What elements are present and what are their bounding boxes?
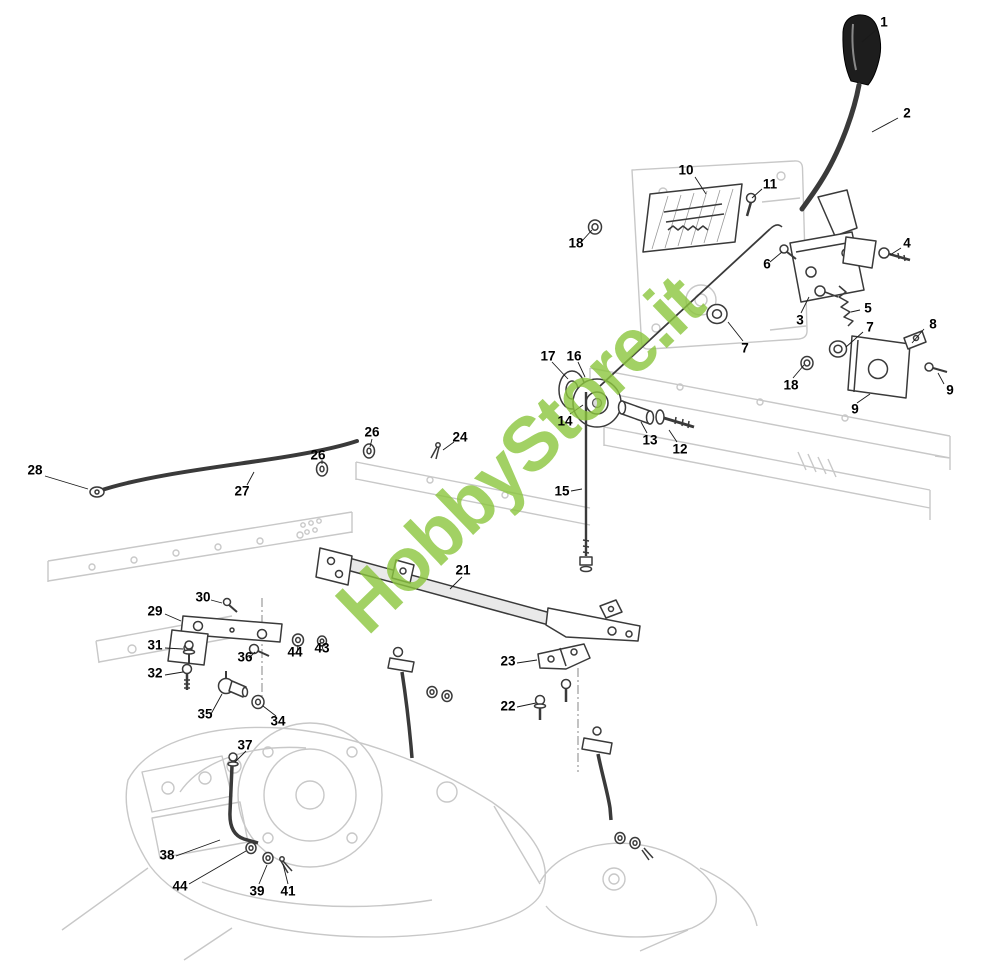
part-callout-27: 27 [234, 483, 250, 499]
part-link-rod-37 [227, 752, 259, 845]
part-screw-11 [745, 192, 757, 217]
part-center-link-rod [387, 646, 453, 759]
part-bolt-12 [655, 409, 695, 429]
part-callout-7: 7 [741, 340, 749, 356]
part-callout-43: 43 [314, 640, 330, 656]
part-callout-16: 16 [566, 348, 582, 364]
part-callout-29: 29 [147, 603, 163, 619]
part-washer-39 [262, 851, 274, 865]
part-callout-12: 12 [672, 441, 688, 457]
part-callout-37: 37 [237, 737, 253, 753]
part-right-link-rod [581, 726, 654, 861]
part-callout-9: 9 [946, 382, 954, 398]
part-bracket-29 [167, 615, 283, 666]
part-callout-9: 9 [851, 401, 859, 417]
part-callout-38: 38 [159, 847, 175, 863]
part-washer-26b [315, 461, 329, 477]
leader-lines [44, 29, 945, 885]
engine-plate-outline [631, 160, 808, 350]
part-callout-11: 11 [762, 176, 778, 192]
part-bushing-7a [706, 303, 728, 325]
part-callout-31: 31 [147, 637, 163, 653]
part-lever-bracket [789, 189, 877, 303]
part-callout-26: 26 [310, 447, 326, 463]
part-callout-18: 18 [568, 235, 584, 251]
axis-lines [261, 598, 579, 772]
part-callout-30: 30 [195, 589, 211, 605]
part-callout-22: 22 [500, 698, 516, 714]
part-bolt-30 [222, 597, 238, 613]
part-callout-13: 13 [642, 432, 658, 448]
cutting-deck-outline [61, 722, 758, 961]
part-bracket-8-9 [847, 330, 927, 399]
part-cotter-41 [279, 856, 293, 874]
part-pin-13 [617, 400, 655, 425]
part-lever-grip [842, 14, 882, 86]
part-callout-3: 3 [796, 312, 804, 328]
part-bolt-4 [878, 247, 911, 262]
part-callout-4: 4 [903, 235, 911, 251]
part-bushing-7b [828, 340, 848, 358]
part-callout-26: 26 [364, 424, 380, 440]
part-crossbar-21 [315, 547, 641, 642]
part-screws-22 [533, 678, 572, 720]
part-callout-18: 18 [783, 377, 799, 393]
part-callout-41: 41 [280, 883, 296, 899]
part-washer-44b [245, 841, 257, 855]
part-screw-32 [181, 663, 193, 690]
part-callout-44: 44 [172, 878, 188, 894]
part-callout-17: 17 [540, 348, 556, 364]
part-callout-15: 15 [554, 483, 570, 499]
part-callout-23: 23 [500, 653, 516, 669]
part-callout-36: 36 [237, 649, 253, 665]
part-callout-7: 7 [866, 319, 874, 335]
part-callout-21: 21 [455, 562, 471, 578]
part-bolt-36 [248, 643, 270, 657]
part-screw-31 [182, 640, 196, 664]
part-spring-5 [838, 285, 854, 327]
part-callout-14: 14 [557, 413, 573, 429]
part-callout-10: 10 [678, 162, 694, 178]
part-callout-34: 34 [270, 713, 286, 729]
part-nut-18b [800, 355, 814, 371]
part-guide-plate-10 [642, 183, 743, 253]
part-bolt-9 [924, 362, 948, 373]
part-pin-6 [779, 244, 797, 260]
part-lever-shaft [799, 82, 862, 212]
part-callout-5: 5 [864, 300, 872, 316]
part-washer-44a [291, 633, 305, 647]
part-callout-8: 8 [929, 316, 937, 332]
part-callout-39: 39 [249, 883, 265, 899]
part-callout-2: 2 [903, 105, 911, 121]
part-callout-6: 6 [763, 256, 771, 272]
part-lift-rod-15 [579, 224, 783, 573]
part-callout-44: 44 [287, 644, 303, 660]
part-elbow-35 [217, 671, 249, 698]
part-washer-26a [362, 443, 376, 459]
part-washer-34 [251, 694, 265, 710]
part-callout-35: 35 [197, 706, 213, 722]
part-callout-24: 24 [452, 429, 468, 445]
part-cotter-24 [430, 442, 441, 460]
part-callout-1: 1 [880, 14, 888, 30]
part-bracket-23 [537, 643, 591, 670]
part-callout-32: 32 [147, 665, 163, 681]
part-rod-27 [89, 439, 359, 498]
part-callout-28: 28 [27, 462, 43, 478]
